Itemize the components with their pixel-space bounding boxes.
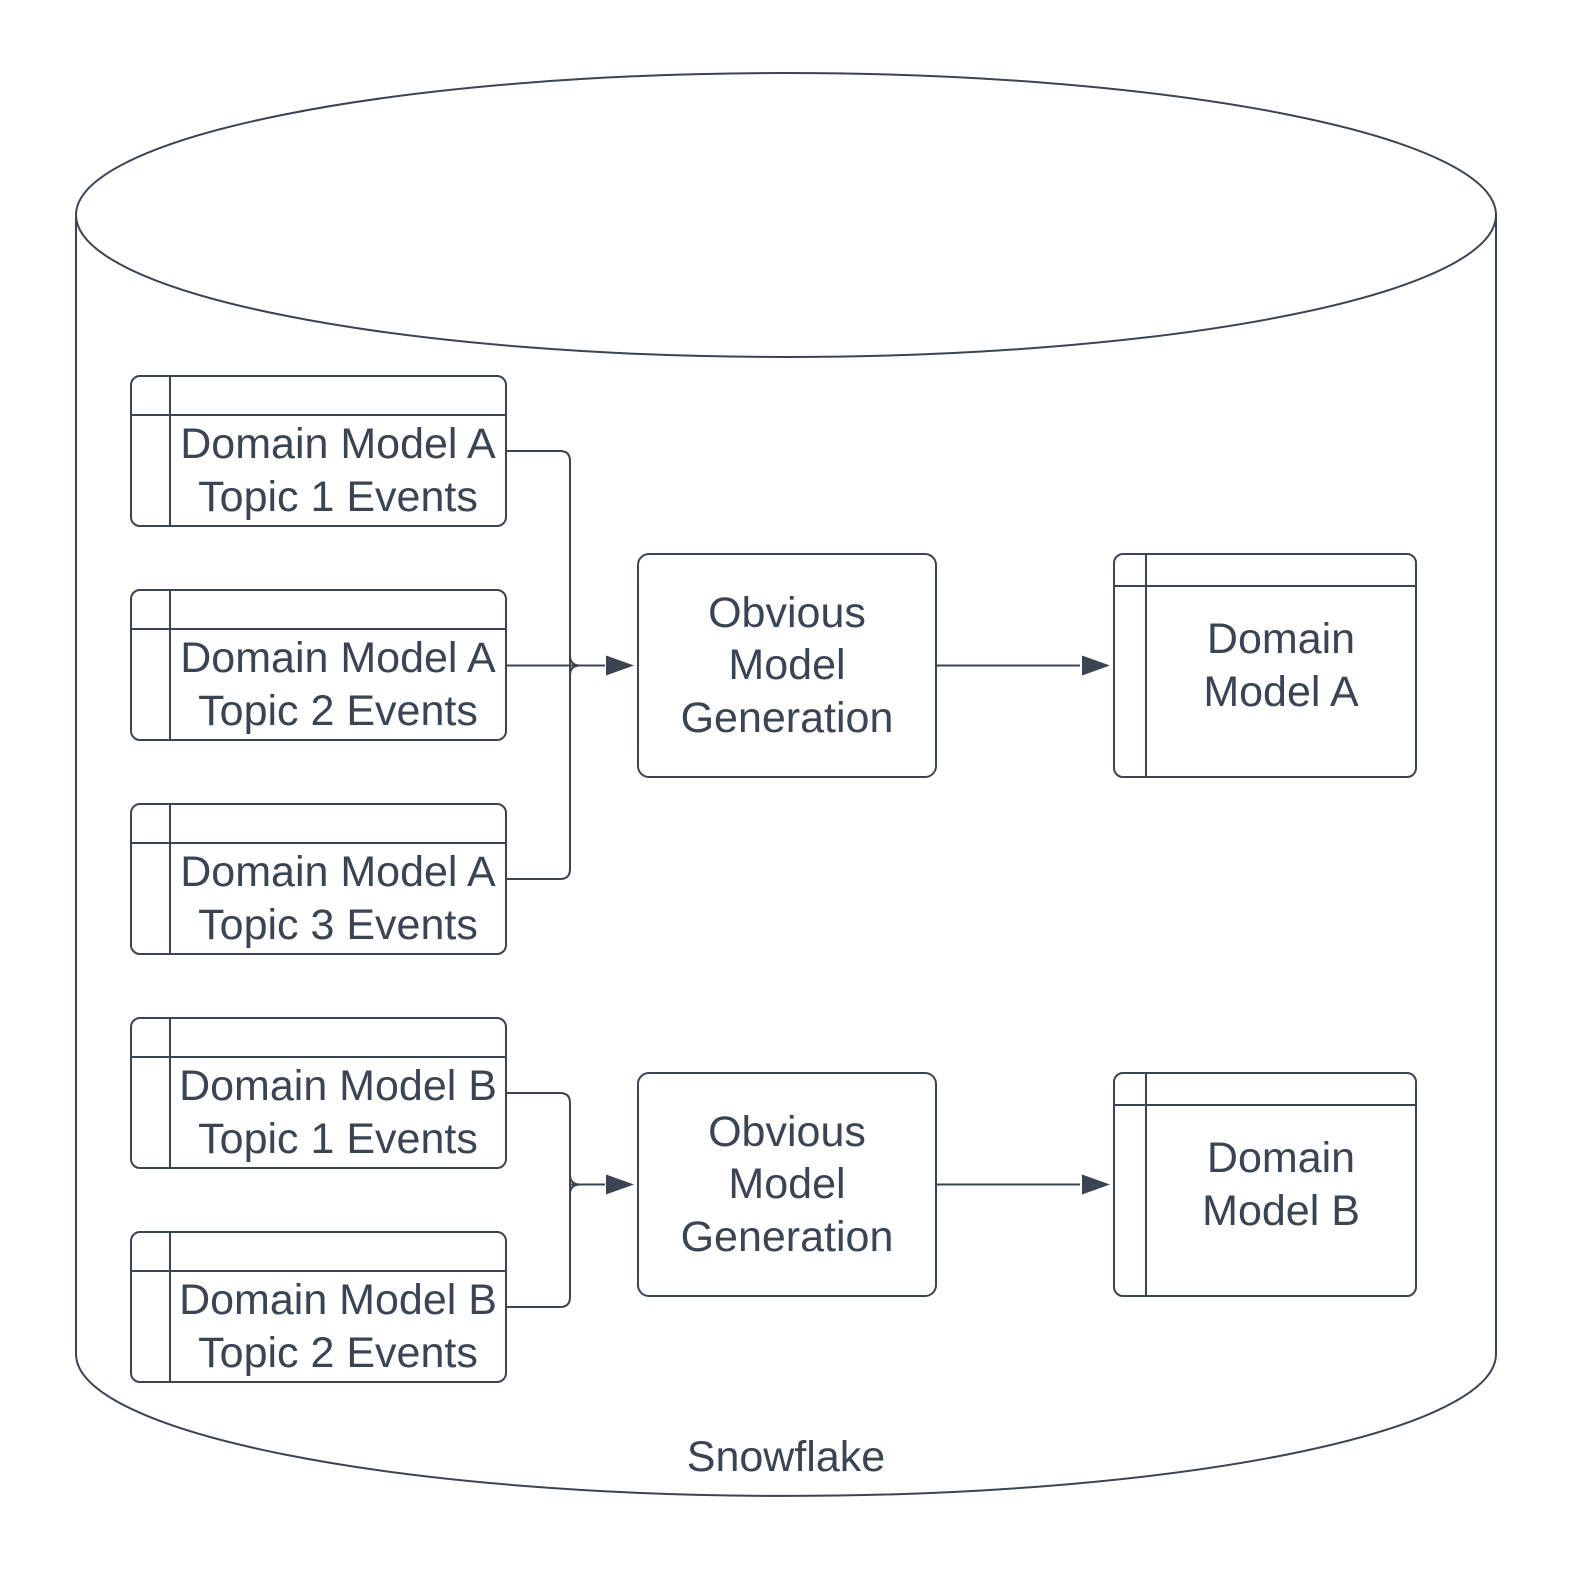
table-domain-model-a-topic-1-events: Domain Model A Topic 1 Events [130, 375, 507, 527]
cylinder-body [75, 215, 1497, 1497]
arrowhead-b-generation [606, 1174, 634, 1195]
table-label: Domain Model B Topic 1 Events [179, 1062, 497, 1163]
table-label: Domain Model A Topic 3 Events [180, 848, 496, 949]
table-label: Domain Model B [1202, 1134, 1360, 1235]
table-domain-model-b-topic-1-events: Domain Model B Topic 1 Events [130, 1017, 507, 1169]
process-label: Obvious Model Generation [680, 1107, 894, 1261]
cylinder-top-ellipse [75, 72, 1497, 358]
table-label: Domain Model A [1203, 615, 1359, 716]
table-domain-model-a-topic-3-events: Domain Model A Topic 3 Events [130, 803, 507, 955]
arrowhead-b-model [1082, 1174, 1110, 1195]
arrowhead-a-generation [606, 655, 634, 676]
table-label: Domain Model B Topic 2 Events [179, 1276, 497, 1377]
table-domain-model-b: Domain Model B [1113, 1072, 1417, 1297]
connector-a-junction-upper [569, 655, 581, 667]
connector-b-junction-lower [569, 1183, 581, 1195]
process-obvious-model-generation-a: Obvious Model Generation [637, 553, 937, 778]
connector-b-junction-upper [569, 1174, 581, 1186]
table-domain-model-a-topic-2-events: Domain Model A Topic 2 Events [130, 589, 507, 741]
process-label: Obvious Model Generation [680, 588, 894, 742]
table-domain-model-b-topic-2-events: Domain Model B Topic 2 Events [130, 1231, 507, 1383]
arrowhead-a-model [1082, 655, 1110, 676]
connector-a-junction-lower [569, 664, 581, 676]
table-label: Domain Model A Topic 2 Events [180, 634, 496, 735]
process-obvious-model-generation-b: Obvious Model Generation [637, 1072, 937, 1297]
snowflake-label: Snowflake [686, 1433, 886, 1481]
table-domain-model-a: Domain Model A [1113, 553, 1417, 778]
table-label: Domain Model A Topic 1 Events [180, 420, 496, 521]
connector-b-merge [507, 1092, 571, 1308]
